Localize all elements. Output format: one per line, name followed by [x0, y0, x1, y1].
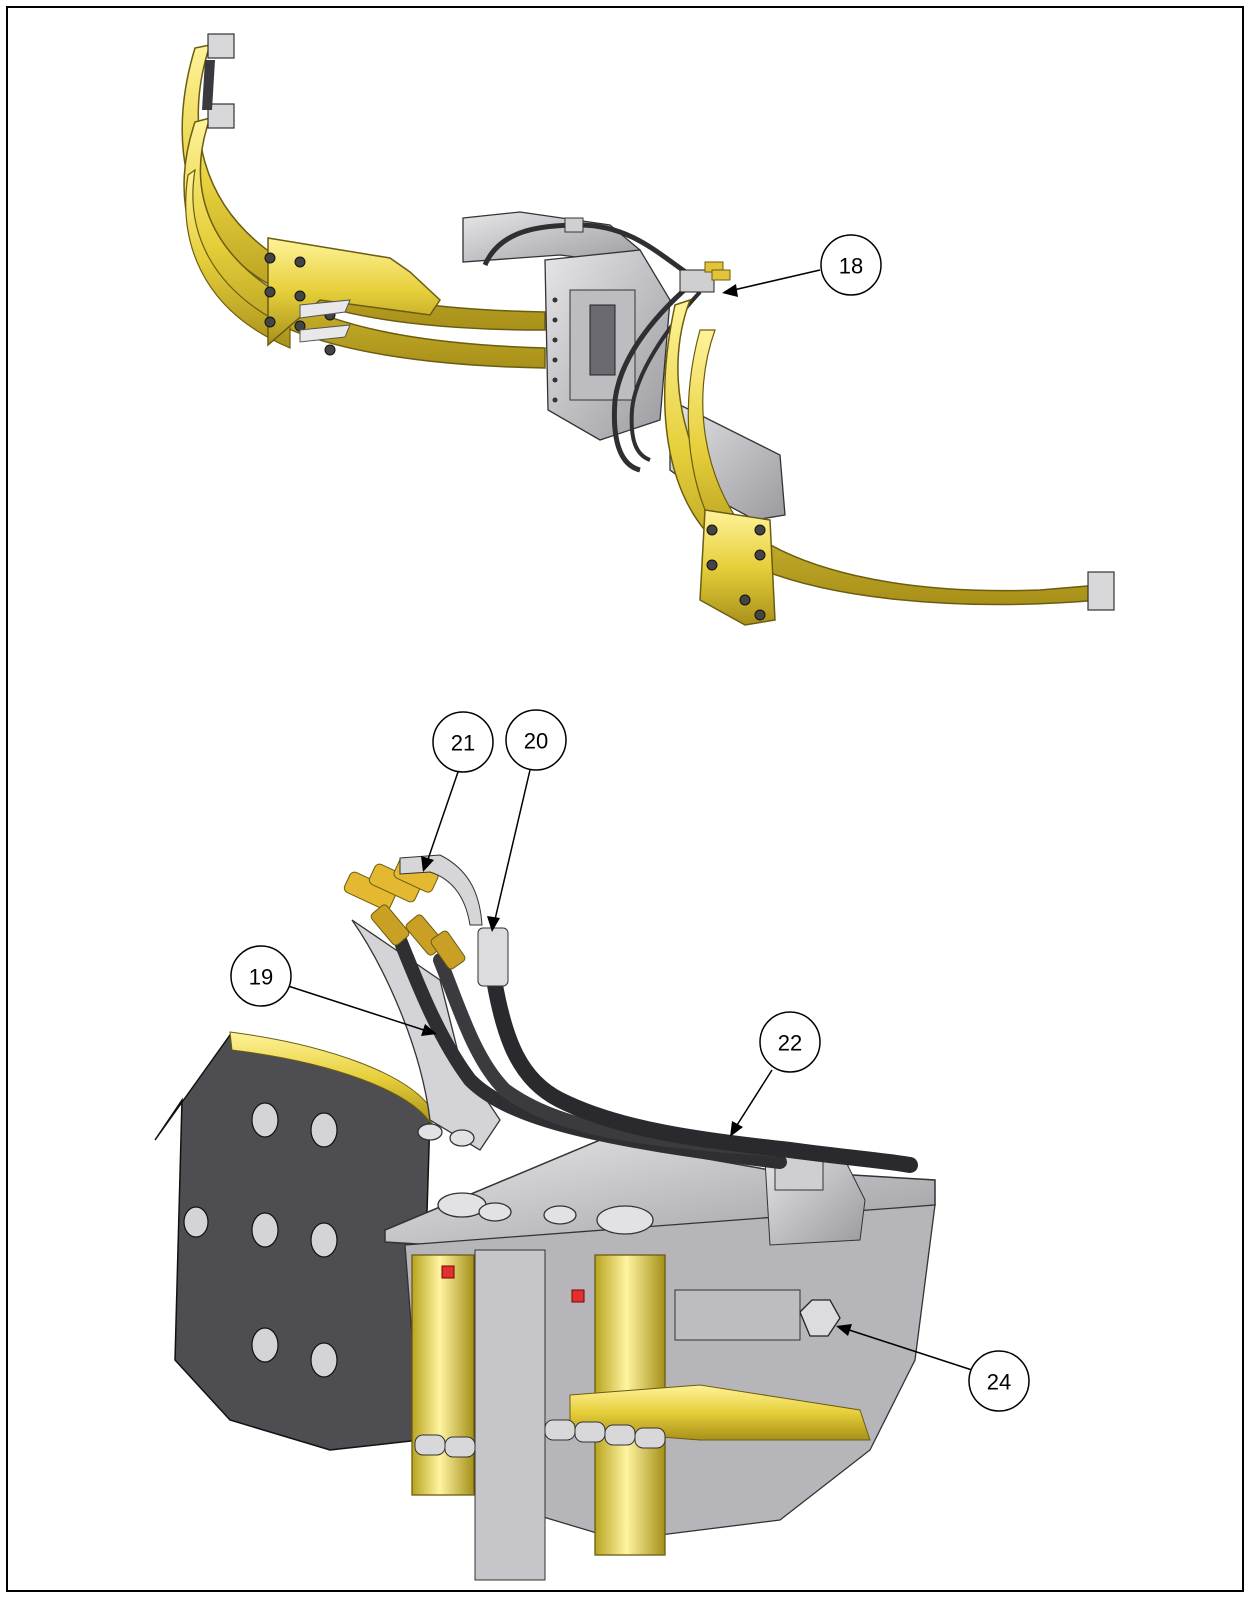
left-arm-tip-lower [207, 103, 235, 129]
left-clamp-slot-2 [299, 324, 351, 343]
right-clamp-plate [699, 509, 776, 626]
valve-block [674, 1289, 801, 1341]
leader-20-arrow [487, 916, 500, 932]
hose-clip-top [564, 217, 584, 233]
leader-21-arrow [421, 856, 434, 872]
leader-18 [724, 269, 821, 293]
left-clamp-slot [299, 299, 351, 319]
leader-19 [284, 984, 434, 1034]
plate-bosses [417, 1123, 654, 1235]
red-cap-right [571, 1289, 585, 1303]
leader-24-arrow [836, 1324, 852, 1336]
bottom-detail-assembly: 21 20 19 22 24 [154, 709, 1030, 1581]
callout-18-circle [820, 234, 882, 296]
hex-nut [799, 1299, 841, 1337]
callout-18-label: 18 [839, 254, 863, 279]
hose-fittings [343, 854, 509, 987]
leader-24 [839, 1326, 973, 1371]
callout-22-label: 22 [778, 1031, 802, 1056]
leader-21 [424, 771, 459, 869]
leader-22 [731, 1069, 773, 1134]
right-arm-tip [1087, 571, 1115, 611]
red-cap-left [441, 1265, 455, 1279]
leader-20 [492, 769, 531, 929]
left-clamp-bolts [264, 252, 336, 356]
callout-19-label: 19 [249, 965, 273, 990]
callout-24-circle [968, 1350, 1030, 1412]
callout-22-circle [759, 1011, 821, 1073]
housing-side-holes [552, 297, 558, 403]
callout-24-label: 24 [987, 1370, 1011, 1395]
left-arm-tip-upper [207, 33, 235, 59]
cylinder-left [411, 1254, 475, 1496]
left-clamp-plate [267, 237, 441, 347]
leader-18-arrow [722, 284, 738, 297]
top-hose-2 [611, 283, 692, 473]
callout-21-circle [432, 711, 494, 773]
callout-20-circle [505, 709, 567, 771]
callout-19-circle [230, 945, 292, 1007]
leader-22-arrow [730, 1121, 743, 1137]
roller-chain [414, 1419, 666, 1458]
vertical-post-left [474, 1249, 546, 1581]
plate-holes [183, 1102, 338, 1378]
leader-19-arrow [421, 1024, 437, 1036]
top-clamp-assembly: 18 [181, 33, 1115, 626]
top-fittings [679, 261, 731, 293]
callout-21-label: 21 [451, 731, 475, 756]
hose-22 [487, 977, 918, 1173]
callout-20-label: 20 [524, 729, 548, 754]
left-arm-pad [202, 60, 215, 110]
center-housing-block [589, 304, 616, 376]
right-clamp-bolts [706, 524, 766, 621]
